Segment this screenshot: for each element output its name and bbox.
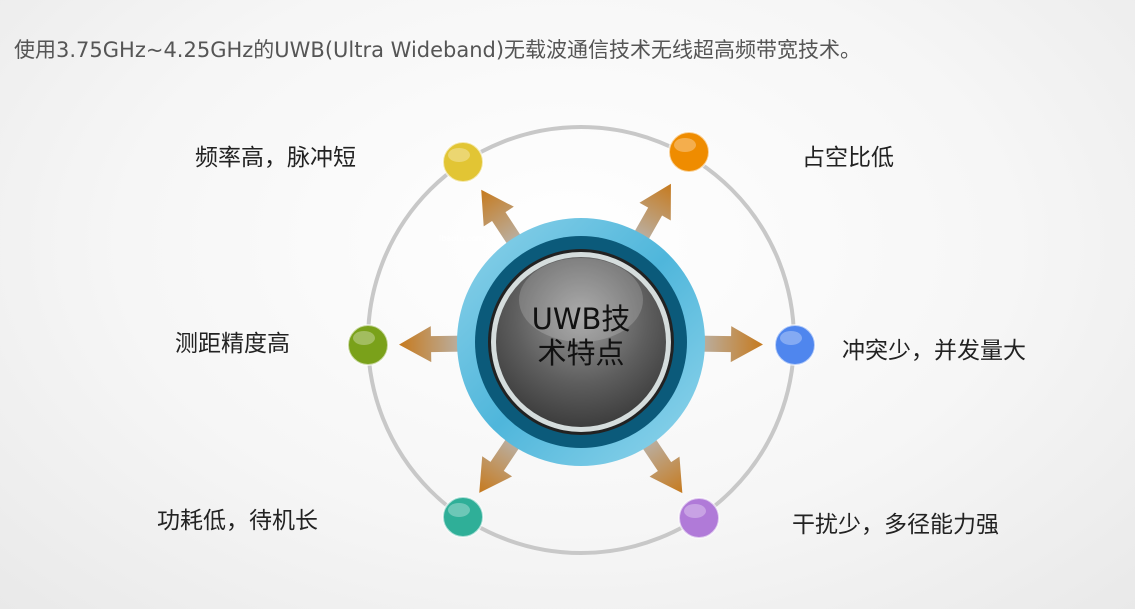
feature-label-5: 功耗低，待机长 — [157, 508, 318, 534]
feature-dot-1 — [442, 141, 484, 183]
feature-label-2: 占空比低 — [802, 145, 894, 171]
feature-label-1: 频率高，脉冲短 — [195, 145, 356, 171]
feature-dot-5 — [442, 496, 484, 538]
feature-dot-6 — [678, 497, 720, 539]
watermark: ibaotu.com — [439, 234, 484, 243]
dot-highlight — [448, 503, 470, 517]
feature-label-6: 干扰少，多径能力强 — [792, 512, 999, 538]
feature-dot-3 — [347, 324, 389, 366]
feature-dot-4 — [774, 324, 816, 366]
dot-highlight — [684, 504, 706, 518]
dot-highlight — [674, 138, 696, 152]
feature-label-3: 测距精度高 — [175, 331, 290, 357]
arrow-icon — [399, 326, 472, 363]
feature-dot-2 — [668, 131, 710, 173]
arrow-icon — [690, 326, 763, 363]
intro-text: 使用3.75GHz~4.25GHz的UWB(Ultra Wideband)无载波… — [14, 38, 862, 62]
dot-highlight — [448, 148, 470, 162]
center-title: UWB技 术特点 — [531, 302, 631, 370]
dot-highlight — [353, 331, 375, 345]
dot-highlight — [780, 331, 802, 345]
feature-label-4: 冲突少，并发量大 — [842, 338, 1026, 364]
